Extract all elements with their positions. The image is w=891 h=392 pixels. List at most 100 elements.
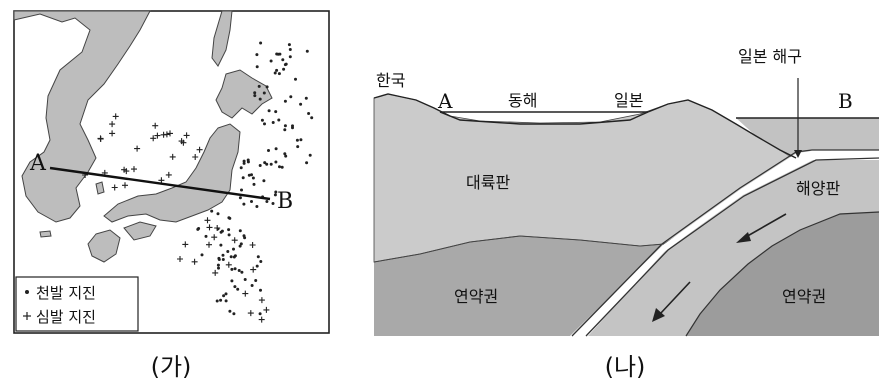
shallow-earthquake-dot bbox=[255, 65, 259, 69]
deep-earthquake-marker bbox=[112, 113, 119, 120]
deep-earthquake-marker bbox=[182, 241, 189, 248]
shallow-earthquake-dot bbox=[217, 266, 220, 270]
shallow-earthquake-dot bbox=[216, 212, 220, 216]
shallow-earthquake-dot bbox=[227, 228, 231, 232]
slab-bottom-line bbox=[685, 211, 880, 337]
label-korea: 한국 bbox=[376, 71, 405, 90]
shallow-earthquake-dot bbox=[277, 118, 281, 122]
shallow-earthquake-dot bbox=[240, 270, 244, 274]
shallow-earthquake-dot bbox=[233, 267, 237, 271]
shallow-earthquake-dot bbox=[230, 279, 234, 283]
shallow-earthquake-dot bbox=[304, 96, 308, 100]
shallow-earthquake-dot bbox=[288, 48, 292, 51]
shallow-earthquake-dot bbox=[224, 292, 228, 296]
legend-box bbox=[15, 276, 139, 332]
label-japan-trench: 일본 해구 bbox=[738, 47, 802, 66]
subduction-arrow-upper bbox=[736, 213, 787, 243]
shallow-earthquake-dot bbox=[284, 154, 288, 158]
korea-peninsula bbox=[13, 10, 151, 223]
deep-earthquake-marker bbox=[204, 217, 211, 224]
shallow-earthquake-dot bbox=[282, 67, 286, 71]
shallow-earthquake-dot bbox=[274, 190, 278, 194]
deep-earthquake-marker bbox=[122, 182, 128, 189]
shallow-earthquake-dot bbox=[239, 242, 243, 246]
shallow-earthquake-dot bbox=[257, 84, 261, 88]
shallow-earthquake-dot bbox=[274, 110, 278, 114]
shallow-earthquake-dot bbox=[254, 279, 258, 282]
shallow-earthquake-dot bbox=[258, 97, 262, 101]
section-label-a: A bbox=[437, 89, 453, 113]
shallow-earthquake-dot bbox=[256, 255, 260, 259]
label-japan: 일본 bbox=[614, 91, 643, 110]
shallow-earthquake-dot bbox=[236, 287, 240, 291]
shallow-earthquake-dot bbox=[232, 247, 235, 251]
shallow-earthquake-dot bbox=[224, 299, 228, 303]
shallow-earthquake-dot bbox=[228, 309, 232, 313]
shallow-earthquake-dot bbox=[259, 260, 263, 263]
caption-na: (나) bbox=[605, 353, 646, 381]
shallow-earthquake-dot bbox=[242, 159, 246, 163]
shallow-earthquake-dot bbox=[251, 176, 255, 180]
shallow-earthquake-dot bbox=[238, 196, 242, 200]
shallow-earthquake-dot bbox=[283, 99, 287, 103]
kyushu bbox=[87, 229, 121, 263]
shallow-earthquake-dot bbox=[229, 255, 233, 259]
shallow-earthquake-dot bbox=[274, 160, 278, 164]
shallow-earthquake-dot bbox=[273, 193, 277, 197]
slab-top-line-1 bbox=[571, 151, 797, 337]
shallow-earthquake-dot bbox=[239, 166, 243, 170]
shallow-earthquake-dot bbox=[278, 165, 281, 169]
shallow-earthquake-dot bbox=[210, 209, 214, 213]
shallow-earthquake-dot bbox=[283, 152, 287, 156]
shallow-earthquake-dot bbox=[262, 179, 266, 183]
shallow-earthquake-dot bbox=[299, 138, 303, 142]
shallow-earthquake-dot bbox=[305, 161, 309, 165]
shallow-earthquake-dot bbox=[296, 145, 300, 149]
shallow-earthquake-dot bbox=[258, 312, 262, 316]
shikoku bbox=[123, 221, 157, 241]
shallow-earthquake-dot bbox=[252, 182, 256, 186]
deep-earthquake-marker bbox=[263, 306, 270, 313]
shallow-earthquake-dot bbox=[232, 312, 236, 316]
deep-earthquake-marker bbox=[109, 130, 116, 137]
shallow-earthquake-dot bbox=[196, 227, 200, 231]
asthenosphere-left bbox=[374, 236, 664, 336]
shallow-earthquake-dot bbox=[253, 91, 257, 95]
deep-earthquake-marker bbox=[258, 297, 265, 304]
shallow-earthquake-dot bbox=[240, 188, 243, 192]
map-label-a: A bbox=[29, 151, 47, 176]
shallow-earthquake-dot bbox=[200, 253, 204, 257]
deep-earthquake-marker bbox=[123, 168, 130, 175]
shallow-earthquake-dot bbox=[274, 147, 278, 151]
map-panel: A B 천발 지진 심발 지진 (가) bbox=[13, 10, 330, 381]
shallow-earthquake-dot bbox=[237, 269, 241, 272]
shallow-earthquake-dot bbox=[259, 288, 262, 292]
deep-earthquake-symbol bbox=[23, 312, 31, 320]
shallow-earthquake-dot bbox=[265, 162, 269, 166]
shallow-earthquake-dot bbox=[247, 173, 251, 177]
shallow-earthquake-dot bbox=[238, 244, 242, 248]
shallow-earthquake-dot bbox=[263, 122, 266, 126]
deep-earthquake-marker bbox=[211, 234, 218, 241]
deep-earthquake-marker bbox=[249, 242, 256, 248]
deep-earthquake-marker bbox=[150, 135, 157, 142]
shallow-earthquake-dot bbox=[299, 102, 303, 106]
shallow-earthquake-dot bbox=[295, 138, 299, 142]
shallow-earthquake-symbol bbox=[25, 290, 29, 294]
shallow-earthquake-dot bbox=[269, 59, 273, 63]
hokkaido bbox=[215, 69, 273, 119]
deep-earthquake-marker bbox=[206, 241, 212, 248]
map-label-b: B bbox=[277, 189, 293, 214]
cross-section-panel: 한국 A 동해 일본 일본 해구 B 대륙판 해양판 연약권 연약권 (나) bbox=[373, 47, 880, 381]
legend-deep-earthquake: 심발 지진 bbox=[36, 308, 96, 326]
shallow-earthquake-dot bbox=[242, 234, 246, 238]
caption-ga: (가) bbox=[151, 353, 192, 381]
shallow-earthquake-dot bbox=[271, 202, 275, 205]
shallow-earthquake-dot bbox=[227, 233, 231, 237]
shallow-earthquake-dot bbox=[284, 62, 288, 66]
sakhalin-coast bbox=[211, 10, 233, 67]
shallow-earthquake-dot bbox=[219, 243, 223, 247]
deep-earthquake-marker bbox=[169, 153, 176, 160]
honshu bbox=[103, 123, 241, 223]
deep-earthquake-marker bbox=[111, 184, 118, 191]
